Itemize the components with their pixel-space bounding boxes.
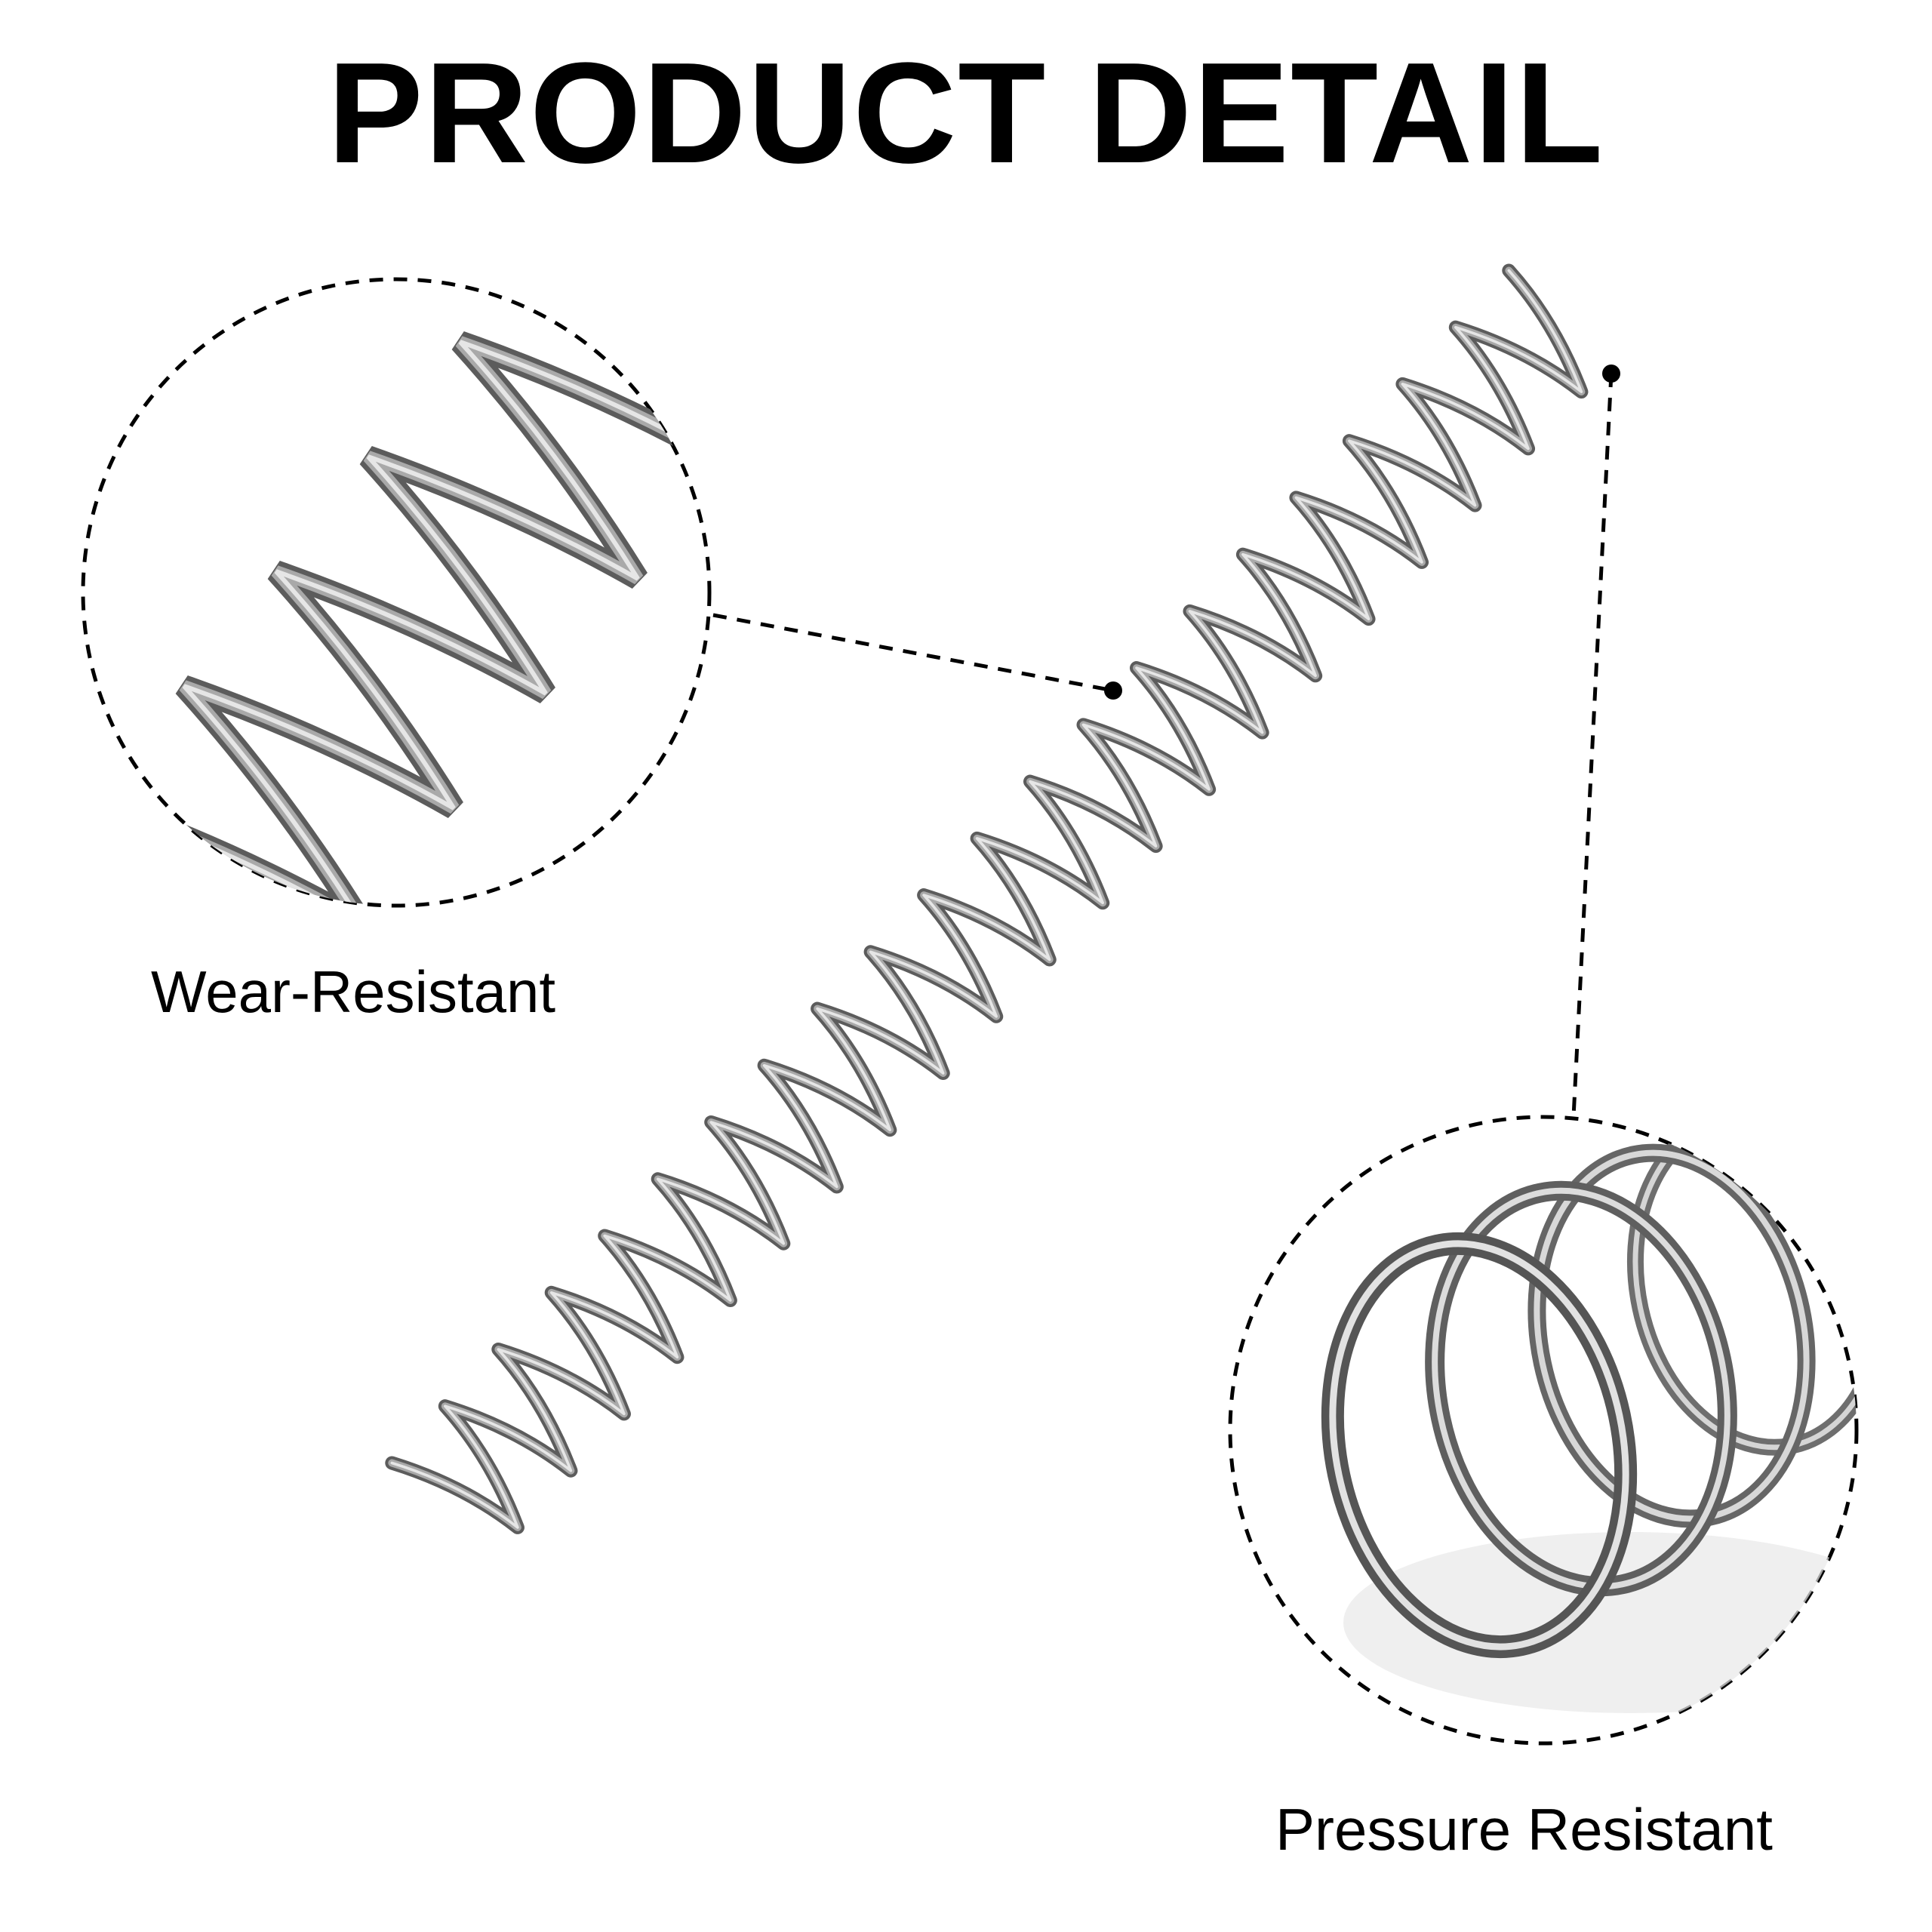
pressure-resistant-label: Pressure Resistant (1275, 1796, 1773, 1863)
callout-leader-lines (712, 373, 1614, 1118)
page-title: PRODUCT DETAIL (327, 33, 1605, 193)
pressure-leader-line (1571, 373, 1614, 1118)
spring-coil-stroke (390, 269, 1583, 1529)
pressure-resistant-zoom-circle (1228, 1115, 1859, 1746)
wear-resistant-label: Wear-Resistant (151, 958, 556, 1025)
wear-leader-line (712, 613, 1114, 693)
compression-spring-icon (385, 263, 1589, 1534)
pressure-anchor-dot (1602, 365, 1620, 383)
spring-coil-stroke (89, 279, 709, 906)
wear-anchor-dot (1104, 681, 1122, 700)
wear-resistant-zoom-circle (81, 277, 712, 908)
spring-closeup-side-icon (83, 279, 709, 906)
